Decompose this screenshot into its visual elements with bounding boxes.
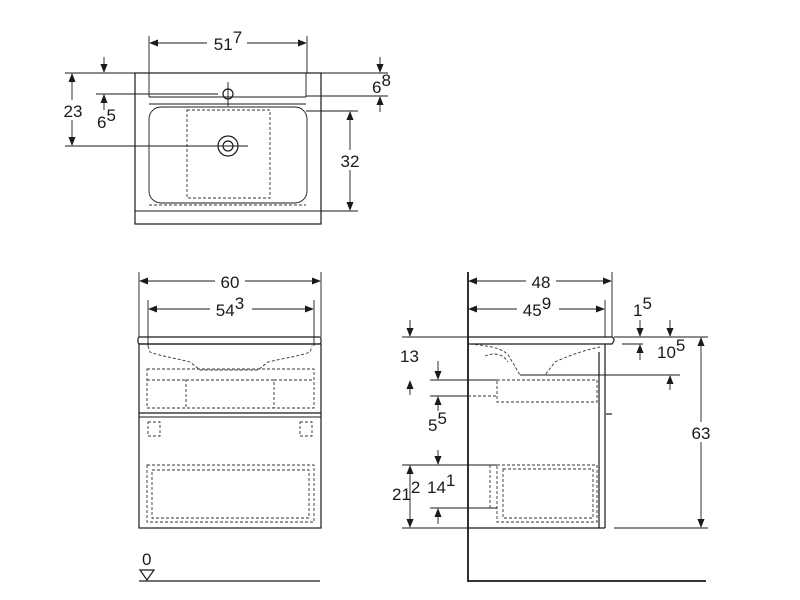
runner-right — [299, 421, 313, 437]
dim-front-inner-width: 543 — [216, 294, 244, 320]
cabinet-body — [138, 343, 322, 529]
dim-side-drawer-gap: 13 — [400, 347, 419, 366]
basin-silhouette — [147, 345, 313, 371]
front-view: 60 543 0 — [137, 270, 322, 582]
label-bg — [207, 32, 247, 52]
lower-drawer-inner — [146, 464, 315, 523]
dim-side-lower-outer: 212 — [392, 478, 420, 504]
dim-top-depth: 23 — [64, 102, 83, 121]
basin-bowl-inner — [186, 109, 271, 199]
dim-front-overall-width: 60 — [221, 273, 240, 292]
top-view: 517 68 23 65 32 — [61, 28, 391, 225]
dim-side-lower-inner: 141 — [427, 471, 455, 497]
lower-drawer-inner-2 — [151, 469, 310, 519]
dim-side-depth: 48 — [532, 273, 551, 292]
side-basin-profile-2 — [484, 353, 509, 363]
dim-top-bowl-depth: 32 — [341, 152, 360, 171]
side-upper-drawer — [496, 379, 598, 403]
dim-side-basin-height: 105 — [657, 336, 685, 362]
basin-top-slab — [137, 336, 322, 345]
label-bg — [210, 299, 252, 319]
level-marker-icon — [138, 569, 156, 582]
upper-drawer-inner — [146, 368, 315, 409]
side-lower-drawer-2 — [502, 468, 594, 519]
basin-bowl-outline — [148, 106, 308, 204]
label-bg — [215, 270, 245, 290]
side-view: 48 459 15 105 13 55 63 — [392, 270, 714, 582]
label-bg — [337, 150, 363, 170]
side-basin-profile — [469, 343, 601, 376]
dim-side-total-height: 63 — [692, 424, 711, 443]
dim-side-inner-depth: 459 — [523, 294, 551, 320]
runner-left — [147, 421, 161, 437]
top-view-outline — [134, 72, 322, 225]
dim-top-rim: 68 — [372, 71, 391, 97]
dim-side-top-offset: 15 — [633, 294, 652, 320]
upper-drawer-cutout — [185, 379, 275, 409]
side-lower-drawer — [496, 464, 598, 523]
dim-side-upper-front: 55 — [428, 409, 447, 435]
dim-top-width: 517 — [214, 28, 242, 54]
label-bg — [517, 299, 559, 319]
dim-top-tap-offset: 65 — [97, 106, 116, 132]
side-basin-slab — [468, 336, 615, 345]
label-bg — [61, 100, 85, 120]
label-bg — [526, 270, 556, 290]
label-bg — [688, 422, 714, 442]
floor-level-label: 0 — [142, 550, 151, 569]
